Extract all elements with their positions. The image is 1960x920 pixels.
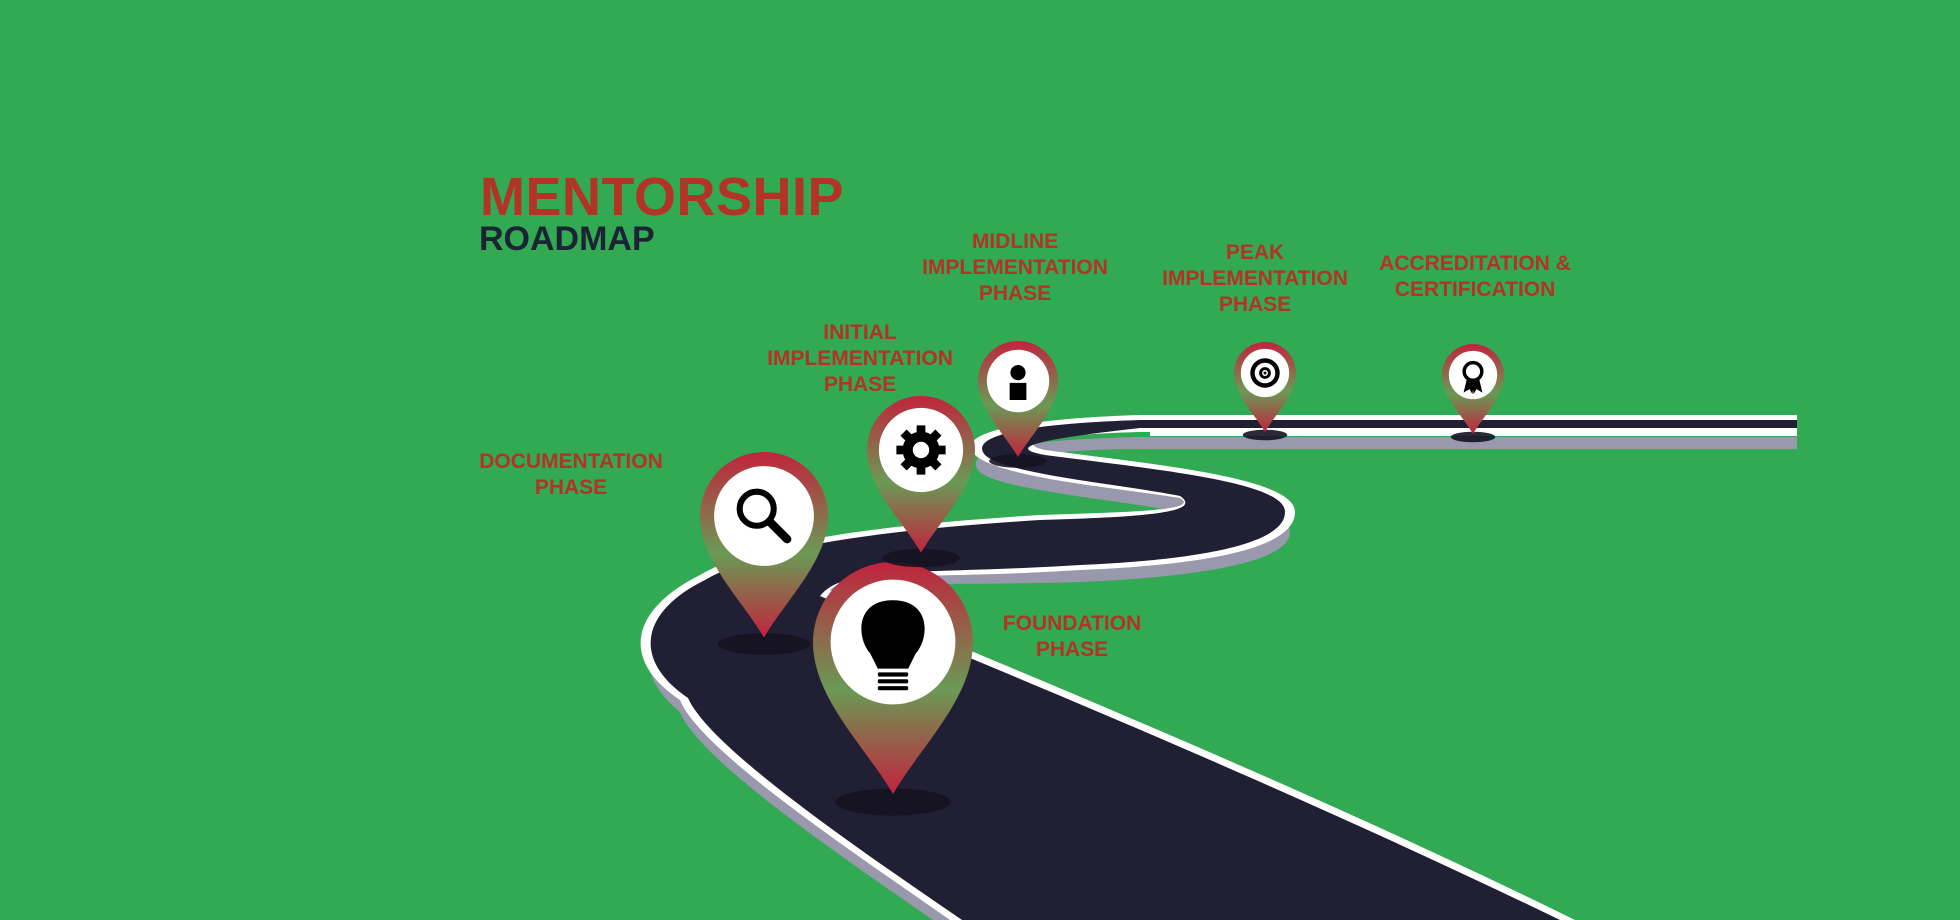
pin-midline [978,341,1058,468]
pin-shadow [1450,431,1496,443]
lightbulb-icon [861,600,925,691]
pin-face [714,466,814,566]
pin-shadow [989,454,1047,468]
page-title: MENTORSHIP [480,167,845,227]
search-icon [736,488,792,544]
label-midline: MIDLINE IMPLEMENTATION PHASE [922,230,1108,305]
pin-accreditation [1442,344,1504,443]
pin-initial [867,396,975,568]
person-icon [1009,365,1027,400]
pin-face [986,349,1050,413]
label-documentation: DOCUMENTATION PHASE [479,450,663,499]
pin-shadow [882,548,960,568]
pin-shadow [835,788,951,816]
label-peak: PEAK IMPLEMENTATION PHASE [1162,241,1348,316]
award-ribbon-icon [1462,360,1484,395]
pin-foundation [813,562,973,816]
label-foundation: FOUNDATION PHASE [1002,612,1142,661]
label-accreditation: ACCREDITATION & CERTIFICATION [1379,252,1571,301]
label-initial: INITIAL IMPLEMENTATION PHASE [767,321,953,396]
target-icon [1250,358,1280,388]
page-subtitle: ROADMAP [479,220,655,258]
pins-layer [700,341,1504,816]
pin-peak [1234,342,1296,441]
gear-icon [896,425,946,475]
pin-documentation [700,452,828,655]
pin-shadow [1242,429,1288,441]
pin-shadow [717,633,811,655]
